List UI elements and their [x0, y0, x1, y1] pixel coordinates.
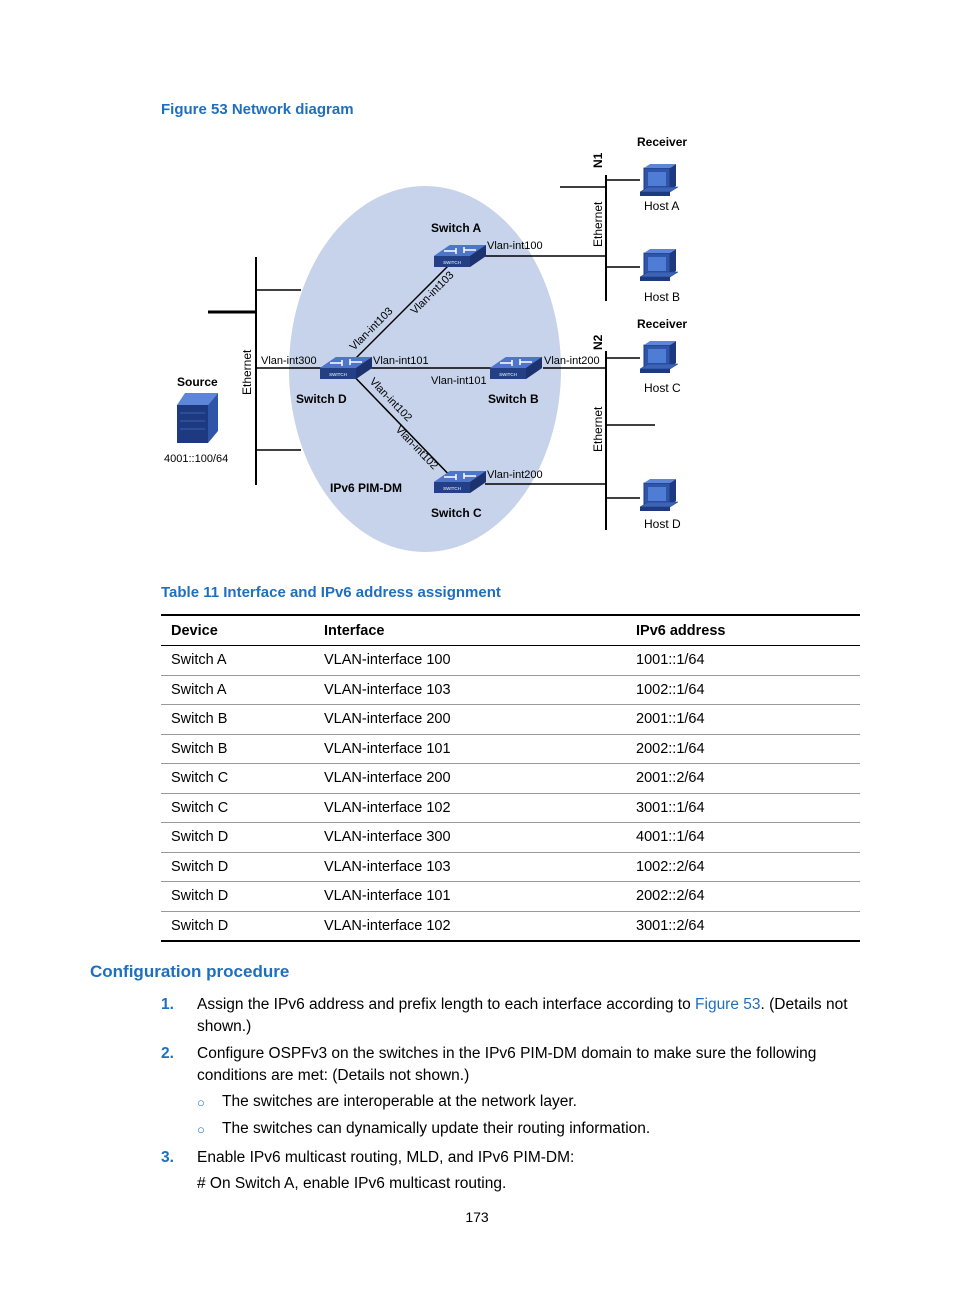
cell-address: 2002::1/64	[626, 734, 860, 764]
cell-interface: VLAN-interface 103	[314, 852, 626, 882]
domain-label: IPv6 PIM-DM	[330, 481, 402, 495]
figure-caption: Figure 53 Network diagram	[161, 101, 354, 118]
vlan300-label: Vlan-int300	[261, 355, 317, 367]
page-number: 173	[465, 1209, 489, 1225]
host-a-icon	[639, 163, 679, 197]
cell-address: 1001::1/64	[626, 645, 860, 676]
ethernet-left: Ethernet	[240, 349, 254, 395]
step-text: Enable IPv6 multicast routing, MLD, and …	[197, 1149, 575, 1166]
cell-device: Switch D	[161, 852, 314, 882]
cell-device: Switch B	[161, 704, 314, 735]
pim-dm-domain	[289, 186, 561, 552]
vlan101-b-label: Vlan-int101	[431, 375, 487, 387]
host-d-label: Host D	[644, 517, 681, 531]
vlan200-c-label: Vlan-int200	[487, 469, 543, 481]
cell-interface: VLAN-interface 200	[314, 704, 626, 735]
host-b-icon	[639, 248, 679, 282]
cell-address: 1002::2/64	[626, 852, 860, 882]
bullet-text: The switches can dynamically update thei…	[222, 1120, 651, 1137]
cell-interface: VLAN-interface 300	[314, 822, 626, 853]
header-device: Device	[161, 614, 314, 646]
receiver-1-label: Receiver	[637, 135, 687, 149]
cell-interface: VLAN-interface 101	[314, 881, 626, 912]
receiver-2-label: Receiver	[637, 317, 687, 331]
command-comment: # On Switch A, enable IPv6 multicast rou…	[197, 1175, 507, 1192]
host-d-icon	[639, 478, 679, 512]
ethernet-n2: Ethernet	[591, 406, 605, 452]
step-number: 3.	[161, 1149, 174, 1166]
host-b-label: Host B	[644, 290, 680, 304]
cell-address: 1002::1/64	[626, 675, 860, 705]
cell-address: 2001::2/64	[626, 763, 860, 794]
step-number: 1.	[161, 996, 174, 1013]
cell-device: Switch D	[161, 881, 314, 912]
step-text: Assign the IPv6 address and prefix lengt…	[197, 994, 861, 1038]
cell-device: Switch B	[161, 734, 314, 764]
cell-interface: VLAN-interface 102	[314, 911, 626, 942]
bullet-icon: ○	[197, 1095, 205, 1110]
source-label: Source	[177, 375, 218, 389]
table-caption: Table 11 Interface and IPv6 address assi…	[161, 584, 501, 601]
switch-d-label: Switch D	[296, 392, 347, 406]
vlan101-d-label: Vlan-int101	[373, 355, 429, 367]
vlan200-b-label: Vlan-int200	[544, 355, 600, 367]
server-icon	[177, 393, 218, 443]
section-title: Configuration procedure	[90, 962, 290, 981]
cell-interface: VLAN-interface 103	[314, 675, 626, 705]
header-ipv6-address: IPv6 address	[626, 614, 860, 646]
cell-interface: VLAN-interface 200	[314, 763, 626, 794]
n2-label: N2	[591, 334, 605, 350]
step-1-text-start: Assign the IPv6 address and prefix lengt…	[197, 996, 696, 1013]
switch-a-label: Switch A	[431, 221, 482, 235]
cell-address: 2001::1/64	[626, 704, 860, 735]
bullet-icon: ○	[197, 1122, 205, 1137]
header-interface: Interface	[314, 614, 626, 646]
step-number: 2.	[161, 1045, 174, 1062]
vlan100-label: Vlan-int100	[487, 240, 543, 252]
host-a-label: Host A	[644, 199, 679, 213]
ethernet-n1: Ethernet	[591, 201, 605, 247]
figure-53-link[interactable]: Figure 53	[695, 996, 761, 1013]
host-c-icon	[639, 340, 679, 374]
cell-address: 3001::2/64	[626, 911, 860, 942]
step-text: Configure OSPFv3 on the switches in the …	[197, 1045, 817, 1084]
network-diagram: SWITCH	[164, 135, 687, 552]
cell-device: Switch D	[161, 822, 314, 853]
cell-device: Switch D	[161, 911, 314, 942]
cell-device: Switch A	[161, 675, 314, 705]
cell-device: Switch C	[161, 763, 314, 794]
cell-address: 2002::2/64	[626, 881, 860, 912]
cell-address: 4001::1/64	[626, 822, 860, 853]
bullet-text: The switches are interoperable at the ne…	[222, 1093, 577, 1110]
source-address: 4001::100/64	[164, 453, 228, 465]
step-1-text-end: . (Details not shown.)	[197, 996, 848, 1035]
switch-c-label: Switch C	[431, 506, 482, 520]
cell-address: 3001::1/64	[626, 793, 860, 823]
host-c-label: Host C	[644, 381, 681, 395]
switch-b-label: Switch B	[488, 392, 539, 406]
cell-device: Switch C	[161, 793, 314, 823]
cell-interface: VLAN-interface 100	[314, 645, 626, 676]
table-header-row: Device Interface IPv6 address	[161, 614, 860, 646]
cell-device: Switch A	[161, 645, 314, 676]
cell-interface: VLAN-interface 101	[314, 734, 626, 764]
n1-label: N1	[591, 152, 605, 168]
cell-interface: VLAN-interface 102	[314, 793, 626, 823]
